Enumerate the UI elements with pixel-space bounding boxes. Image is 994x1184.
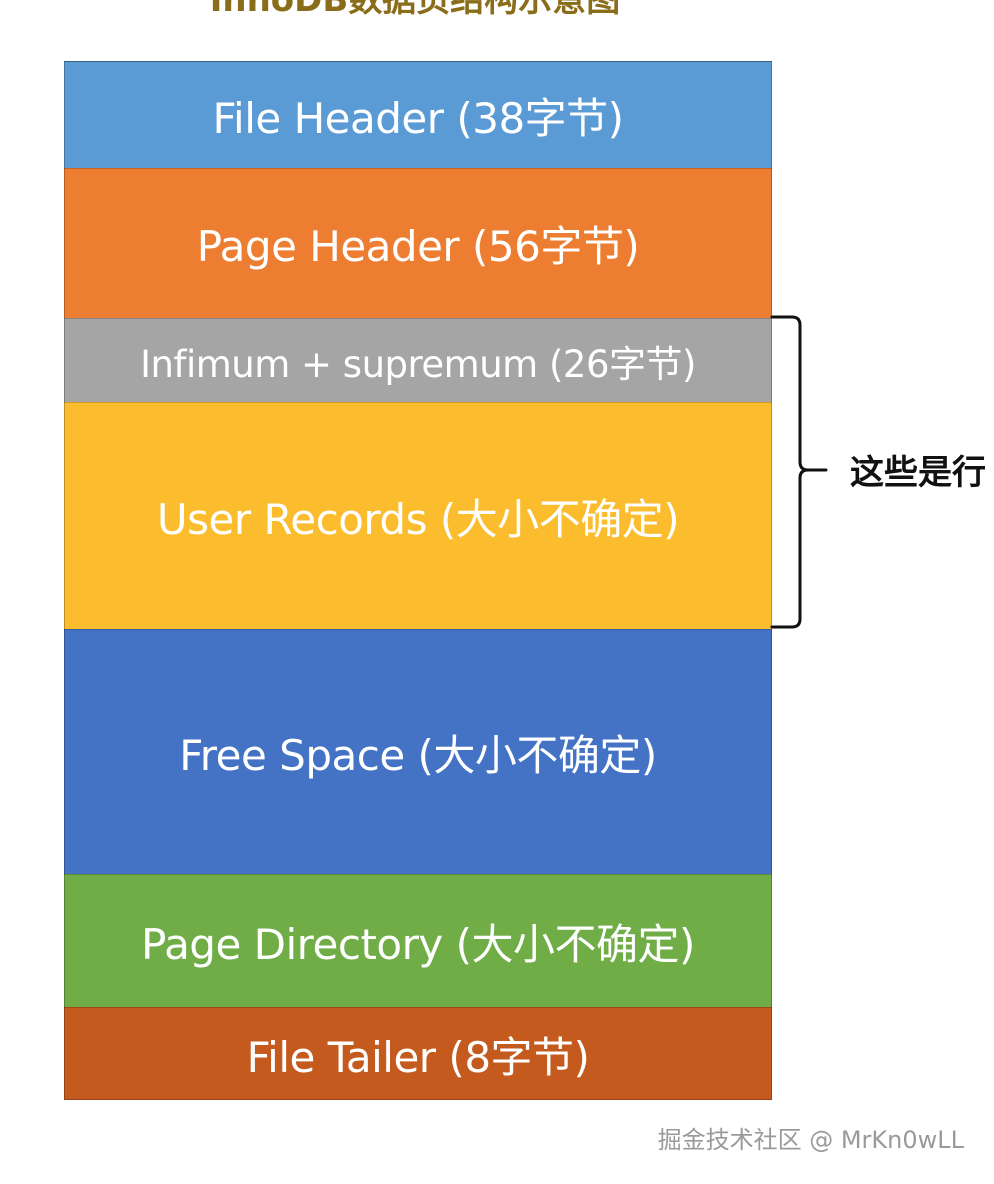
block-user-records: User Records (大小不确定) xyxy=(64,402,772,629)
block-user-records-label: User Records (大小不确定) xyxy=(156,494,680,544)
block-file-tailer-label: File Tailer (8字节) xyxy=(246,1032,590,1082)
block-free-space-label: Free Space (大小不确定) xyxy=(179,730,657,780)
brace-label: 这些是行 xyxy=(850,453,986,493)
block-file-tailer: File Tailer (8字节) xyxy=(64,1007,772,1100)
brace-path xyxy=(770,315,828,629)
page-structure-stack: File Header (38字节) Page Header (56字节) In… xyxy=(64,61,772,1100)
block-page-header: Page Header (56字节) xyxy=(64,168,772,318)
block-page-header-label: Page Header (56字节) xyxy=(196,222,640,271)
diagram-title: InnoDB数据页结构示意图 xyxy=(209,0,621,20)
watermark: 掘金技术社区 @ MrKn0wLL xyxy=(657,1126,964,1154)
block-file-header: File Header (38字节) xyxy=(64,61,772,168)
block-free-space: Free Space (大小不确定) xyxy=(64,629,772,874)
curly-brace-icon xyxy=(770,315,828,629)
block-page-directory: Page Directory (大小不确定) xyxy=(64,874,772,1007)
block-infimum-supremum: Infimum + supremum (26字节) xyxy=(64,318,772,402)
block-infimum-supremum-label: Infimum + supremum (26字节) xyxy=(140,342,696,386)
block-page-directory-label: Page Directory (大小不确定) xyxy=(141,919,695,969)
block-file-header-label: File Header (38字节) xyxy=(212,93,624,143)
